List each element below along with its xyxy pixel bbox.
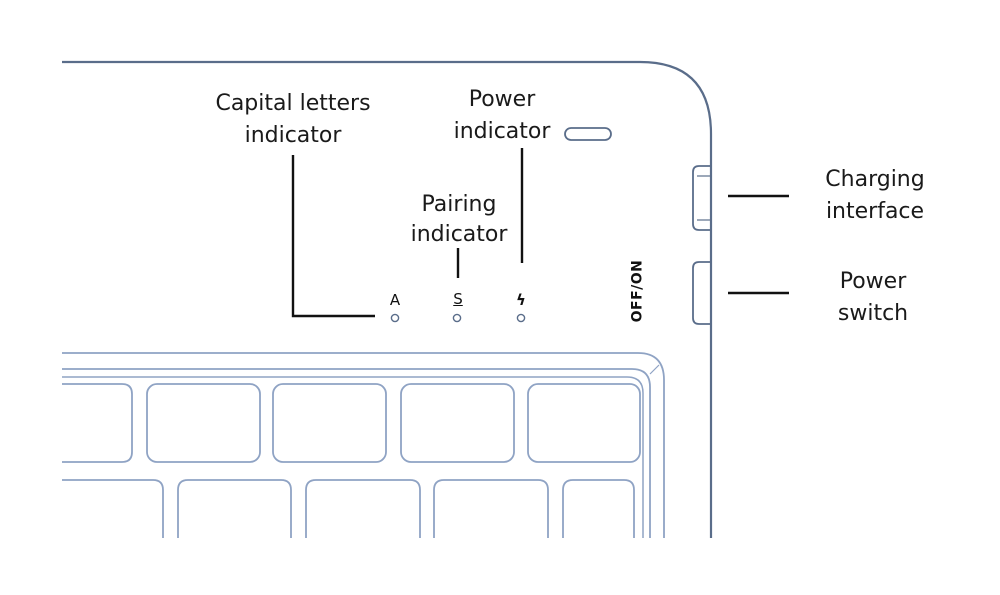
power-led [516, 313, 526, 323]
key [433, 479, 549, 538]
lightning-icon: ϟ [516, 291, 526, 309]
power-switch-label-line2: switch [837, 301, 909, 326]
keyboard-case-outline [62, 60, 713, 538]
key [400, 383, 515, 463]
charging-label-line1: Charging [825, 167, 925, 192]
key [62, 383, 133, 463]
power-indicator-label-line1: Power [468, 87, 536, 112]
capital-label-line2: indicator [244, 123, 342, 148]
off-on-switch-text: OFF/ON [629, 259, 646, 323]
pairing-label-line2: indicator [410, 222, 508, 247]
key [527, 383, 641, 463]
power-switch-slot [692, 261, 711, 325]
capital-letters-label: Capital letters indicator [208, 88, 378, 152]
key-row-1 [62, 383, 641, 463]
caps-lock-icon: A [389, 291, 401, 309]
pairing-label-line1: Pairing [421, 192, 497, 217]
key [146, 383, 261, 463]
caps-led [390, 313, 400, 323]
key-row-2 [62, 479, 635, 538]
charging-interface-label: Charging interface [812, 164, 938, 228]
keyboard-deck-frame [62, 352, 665, 538]
key [562, 479, 635, 538]
power-indicator-label-line2: indicator [453, 119, 551, 144]
power-indicator-led-pill [564, 127, 612, 141]
capital-label-line1: Capital letters [215, 91, 371, 116]
key [305, 479, 421, 538]
key [177, 479, 292, 538]
pairing-indicator-label: Pairing indicator [400, 190, 518, 250]
pairing-led [452, 313, 462, 323]
charging-interface-port [692, 165, 711, 231]
charging-label-line2: interface [825, 199, 925, 224]
power-indicator-label: Power indicator [440, 84, 564, 148]
key [62, 479, 164, 538]
power-switch-label: Power switch [818, 266, 928, 330]
pairing-icon: S [453, 290, 463, 308]
power-switch-label-line1: Power [839, 269, 907, 294]
capital-leader-line [291, 155, 375, 318]
key [272, 383, 387, 463]
